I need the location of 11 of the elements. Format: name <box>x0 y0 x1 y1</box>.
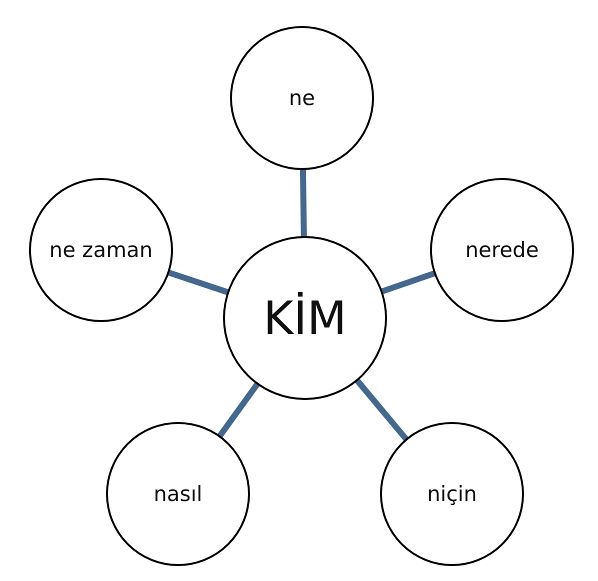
connector-line <box>217 382 260 438</box>
circle-label: ne <box>288 84 316 112</box>
connector-line <box>300 168 307 238</box>
connector-line <box>354 378 409 442</box>
circle-label: nerede <box>465 236 539 264</box>
circle-label: nasıl <box>154 480 202 508</box>
circle-label: ne zaman <box>49 236 153 264</box>
circle-label: niçin <box>427 480 477 508</box>
connector-line <box>167 270 230 296</box>
circle-label: KİM <box>263 290 347 347</box>
connector-line <box>380 270 436 294</box>
